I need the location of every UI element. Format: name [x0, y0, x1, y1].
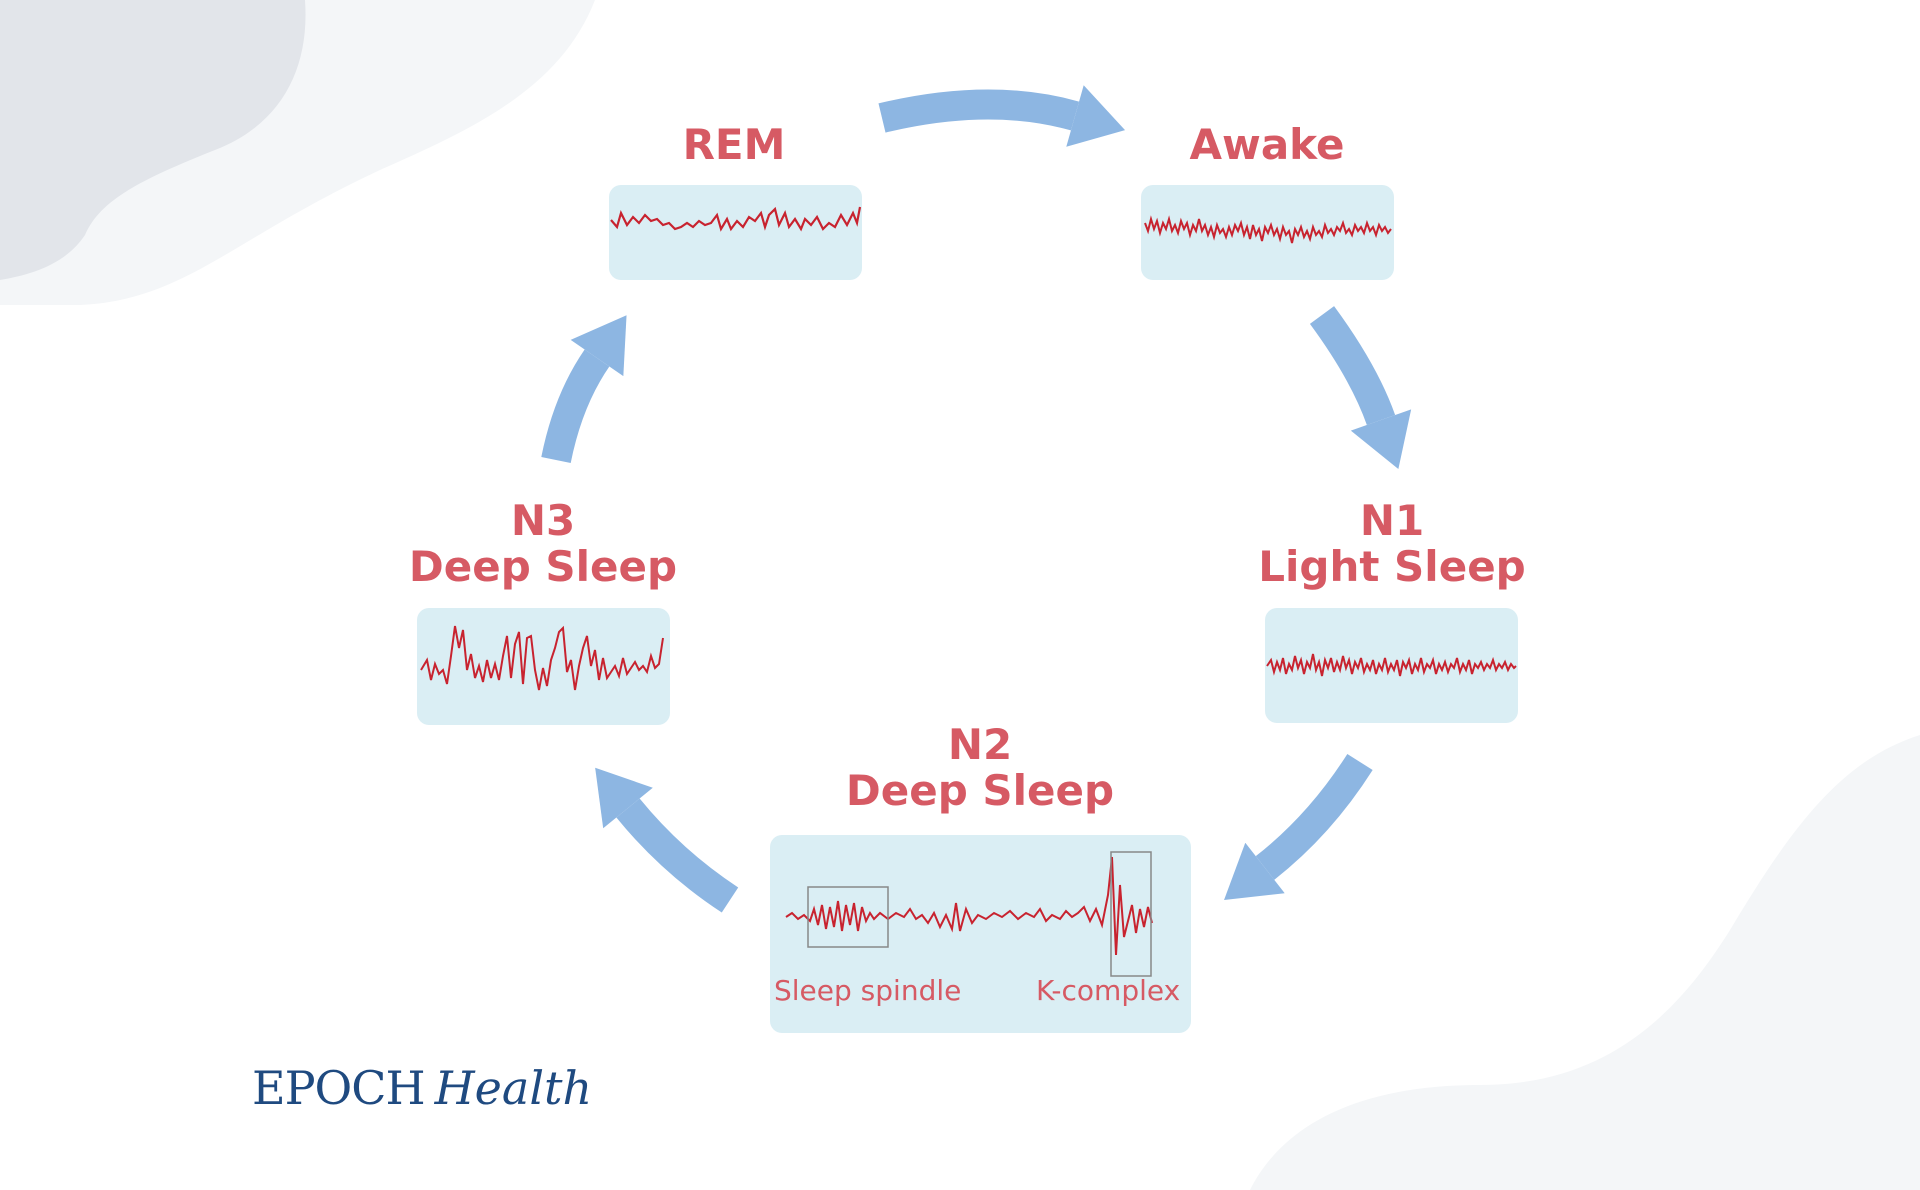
eeg-box-n1	[1265, 608, 1518, 723]
stage-title-n2: N2 Deep Sleep	[830, 722, 1130, 814]
eeg-wave-n3	[420, 625, 664, 691]
eeg-wave-n2	[785, 851, 1153, 977]
background-blob-dark-top	[0, 0, 306, 280]
stage-title-n2-line-1: N2	[947, 720, 1013, 769]
eeg-box-n3	[417, 608, 670, 725]
eeg-trace-rem	[610, 206, 862, 232]
stage-title-n1: N1 Light Sleep	[1242, 498, 1542, 590]
brand-logo-part-2: Health	[434, 1061, 593, 1115]
annotation-k-complex: K-complex	[1036, 974, 1181, 1007]
arrow-n3-to-rem	[541, 315, 627, 464]
eeg-trace-awake	[1144, 215, 1392, 244]
arrow-awake-to-n1	[1309, 306, 1412, 470]
eeg-box-n2: Sleep spindle K-complex	[770, 835, 1191, 1033]
arrow-n2-to-n3	[595, 767, 739, 913]
eeg-wave-rem	[610, 206, 862, 232]
stage-title-rem: REM	[614, 122, 854, 168]
stage-title-n3-line-2: Deep Sleep	[408, 542, 678, 591]
k-complex-marker	[1110, 851, 1152, 977]
eeg-trace-n2	[785, 856, 1153, 956]
eeg-box-awake	[1141, 185, 1394, 280]
brand-logo-part-1: EPOCH	[252, 1061, 426, 1115]
eeg-wave-n1	[1266, 653, 1517, 677]
stage-title-awake: Awake	[1147, 122, 1387, 168]
stage-title-n3-line-1: N3	[510, 496, 576, 545]
eeg-trace-n3	[420, 625, 664, 691]
stage-title-n1-line-2: Light Sleep	[1258, 542, 1526, 591]
stage-title-rem-line-1: REM	[682, 120, 786, 169]
eeg-trace-n1	[1266, 653, 1517, 677]
arrow-rem-to-awake	[878, 85, 1126, 147]
background-blob-light-bottom	[1250, 735, 1920, 1190]
annotation-sleep-spindle: Sleep spindle	[774, 974, 962, 1007]
eeg-wave-awake	[1144, 215, 1392, 244]
stage-title-n1-line-1: N1	[1359, 496, 1425, 545]
stage-title-n3: N3 Deep Sleep	[393, 498, 693, 590]
stage-title-n2-line-2: Deep Sleep	[845, 766, 1115, 815]
eeg-box-rem	[609, 185, 862, 280]
stage-title-awake-line-1: Awake	[1189, 120, 1345, 169]
arrow-n1-to-n2	[1224, 753, 1373, 901]
sleep-spindle-marker	[807, 886, 889, 948]
